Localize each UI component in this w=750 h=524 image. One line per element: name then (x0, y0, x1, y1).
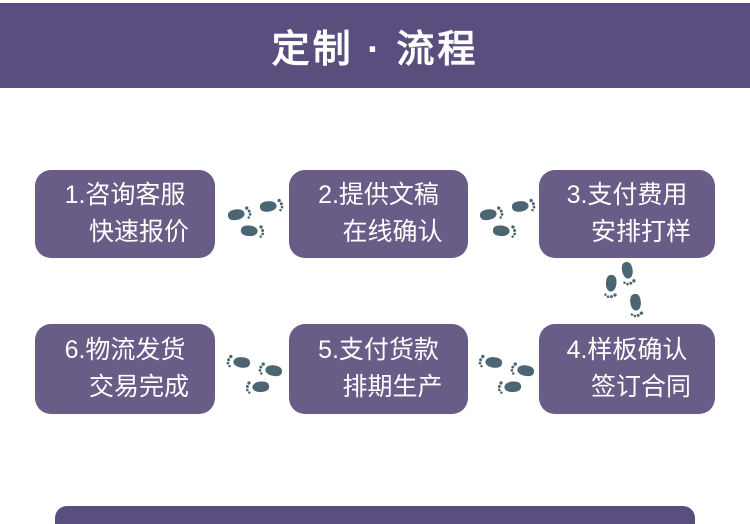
step-box-1: 1.咨询客服 快速报价 (35, 170, 215, 258)
footsteps-right-icon (476, 196, 540, 244)
step-box-6: 6.物流发货 交易完成 (35, 324, 215, 414)
step-3-line-1: 3.支付费用 (566, 181, 688, 209)
step-2-line-1: 2.提供文稿 (318, 181, 439, 209)
step-5-line-1: 5.支付货款 (318, 336, 439, 364)
step-box-5: 5.支付货款 排期生产 (289, 324, 468, 414)
footsteps-right-icon (224, 196, 288, 244)
step-6-line-2: 交易完成 (88, 373, 189, 401)
step-box-4: 4.样板确认 签订合同 (539, 324, 715, 414)
step-2-line-2: 在线确认 (342, 218, 443, 246)
step-box-2: 2.提供文稿 在线确认 (289, 170, 468, 258)
footsteps-left-icon (222, 352, 286, 400)
footsteps-left-icon (474, 352, 538, 400)
step-4-line-1: 4.样板确认 (566, 336, 688, 364)
title-banner: 定制 · 流程 (0, 3, 750, 88)
step-1-line-2: 快速报价 (88, 218, 189, 246)
step-5-line-2: 排期生产 (342, 373, 443, 401)
step-6-line-1: 6.物流发货 (64, 336, 186, 364)
step-1-line-1: 1.咨询客服 (64, 181, 186, 209)
page-title: 定制 · 流程 (271, 29, 479, 71)
next-section-bar (55, 506, 695, 524)
step-4-line-2: 签订合同 (590, 373, 691, 401)
footsteps-down-icon (598, 258, 646, 324)
step-3-line-2: 安排打样 (590, 218, 691, 246)
step-box-3: 3.支付费用 安排打样 (539, 170, 715, 258)
